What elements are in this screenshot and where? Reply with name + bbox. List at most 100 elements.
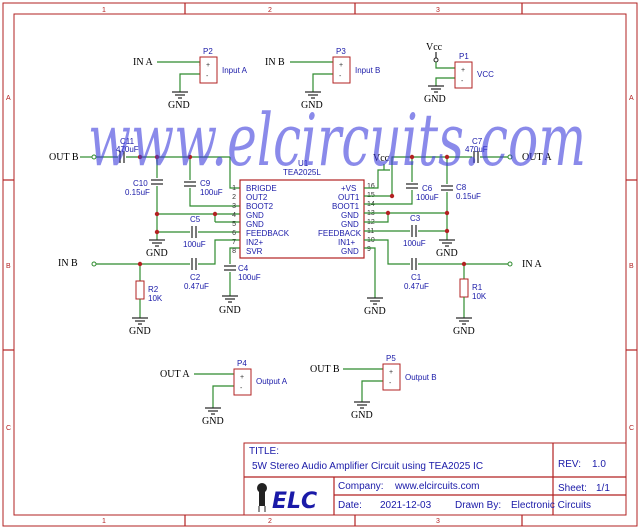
p5-label: Output B [405, 373, 437, 382]
title-block: TITLE: 5W Stereo Audio Amplifier Circuit… [243, 442, 627, 516]
grid-row-b-right: B [629, 263, 634, 270]
p2-label: Input A [222, 66, 248, 75]
gnd-label-p2: GND [168, 100, 190, 111]
net-label-in-a-top: IN A [133, 57, 154, 68]
ic-pin-11: FEEDBACK [318, 229, 362, 238]
svg-text:5: 5 [232, 221, 236, 228]
c10-value: 0.15uF [125, 188, 150, 197]
ic-part: TEA2025L [283, 168, 321, 177]
svg-text:-: - [389, 380, 392, 387]
c3-ref: C3 [410, 214, 421, 223]
title-text: 5W Stereo Audio Amplifier Circuit using … [252, 461, 483, 472]
c7-ref: C7 [472, 137, 483, 146]
svg-text:+: + [389, 369, 393, 376]
svg-text:1: 1 [232, 185, 236, 192]
c5-value: 100uF [183, 240, 206, 249]
svg-text:+: + [240, 374, 244, 381]
gnd-label-c3: GND [436, 248, 458, 259]
net-label-vcc-top: Vcc [426, 42, 443, 53]
right-channel-wiring: Vcc C7 470uF OUT A C6 100uF C8 0.15uF [364, 137, 552, 337]
svg-text:7: 7 [232, 239, 236, 246]
grid-col-1-top: 1 [102, 7, 106, 14]
p5-ref: P5 [386, 354, 396, 363]
ic-pin-5: GND [246, 220, 264, 229]
svg-text:-: - [461, 78, 464, 85]
gnd-label-p4: GND [202, 416, 224, 427]
grid-row-b-left: B [6, 263, 11, 270]
company-label: Company: [338, 481, 384, 492]
sheet-label: Sheet: [558, 483, 587, 494]
company-value: www.elcircuits.com [394, 481, 479, 492]
p1-label: VCC [477, 70, 494, 79]
ic-pin-15: OUT1 [338, 193, 360, 202]
c4-value: 100uF [238, 273, 261, 282]
ic-pin-16: +VS [341, 184, 356, 193]
ic-pin-9: GND [341, 247, 359, 256]
c9-value: 100uF [200, 188, 223, 197]
gnd-label-r2: GND [129, 326, 151, 337]
c6-ref: C6 [422, 184, 433, 193]
rev-value: 1.0 [592, 459, 606, 470]
net-label-out-b-bottom: OUT B [310, 364, 340, 375]
ic-pin-8: SVR [246, 247, 263, 256]
p4-label: Output A [256, 377, 288, 386]
ic-u1: U1 TEA2025L BRIGDE OUT2 BOOT2 GND GND FE… [232, 159, 375, 259]
grid-col-3-top: 3 [436, 7, 440, 14]
grid-row-c-left: C [6, 425, 11, 432]
c4-ref: C4 [238, 264, 249, 273]
net-label-out-a-bottom: OUT A [160, 369, 190, 380]
p2-ref: P2 [203, 47, 213, 56]
drawn-value: Electronic Circuits [511, 500, 591, 511]
ic-pin-14: BOOT1 [332, 202, 360, 211]
gnd-label-p1: GND [424, 94, 446, 105]
connector-p4: OUT A + - P4 Output A GND [160, 359, 288, 427]
p3-ref: P3 [336, 47, 346, 56]
svg-text:2: 2 [232, 194, 236, 201]
c11-ref: C11 [120, 137, 135, 146]
c1-ref: C1 [411, 273, 422, 282]
svg-text:-: - [206, 73, 209, 80]
watermark: www.elcircuits.com [88, 98, 586, 182]
ic-pin-2: OUT2 [246, 193, 268, 202]
gnd-label-c4: GND [219, 305, 241, 316]
drawn-label: Drawn By: [455, 500, 501, 511]
net-label-out-a: OUT A [522, 152, 552, 163]
r2-value: 10K [148, 294, 163, 303]
c8-ref: C8 [456, 183, 467, 192]
net-label-out-b: OUT B [49, 152, 79, 163]
svg-text:9: 9 [367, 246, 371, 253]
date-value: 2021-12-03 [380, 500, 432, 511]
c3-value: 100uF [403, 239, 426, 248]
sheet-grid-ticks [3, 3, 637, 526]
grid-col-2-top: 2 [268, 7, 272, 14]
ic-pin-3: BOOT2 [246, 202, 274, 211]
gnd-label-p3: GND [301, 100, 323, 111]
title-label: TITLE: [249, 446, 279, 457]
c2-value: 0.47uF [184, 282, 209, 291]
ic-pin-1: BRIGDE [246, 184, 277, 193]
c8-value: 0.15uF [456, 192, 481, 201]
svg-text:-: - [240, 385, 243, 392]
logo-text: ELC [272, 489, 317, 514]
c11-value: 470uF [116, 145, 139, 154]
ic-pin-13: GND [341, 211, 359, 220]
svg-text:-: - [339, 73, 342, 80]
r1-value: 10K [472, 292, 487, 301]
c10-ref: C10 [133, 179, 148, 188]
grid-col-1-bottom: 1 [102, 518, 106, 525]
gnd-label-pin9: GND [364, 306, 386, 317]
ic-pin-6: FEEDBACK [246, 229, 290, 238]
r2-ref: R2 [148, 285, 159, 294]
gnd-label-c5: GND [146, 248, 168, 259]
connector-p2: IN A + - P2 Input A GND [133, 47, 248, 111]
ic-pin-12: GND [341, 220, 359, 229]
c2-ref: C2 [190, 273, 201, 282]
gnd-label-p5: GND [351, 410, 373, 421]
c5-ref: C5 [190, 215, 201, 224]
svg-text:6: 6 [232, 230, 236, 237]
elc-logo: ELC [257, 483, 317, 514]
svg-text:8: 8 [232, 248, 236, 255]
c9-ref: C9 [200, 179, 211, 188]
svg-text:+: + [461, 67, 465, 74]
